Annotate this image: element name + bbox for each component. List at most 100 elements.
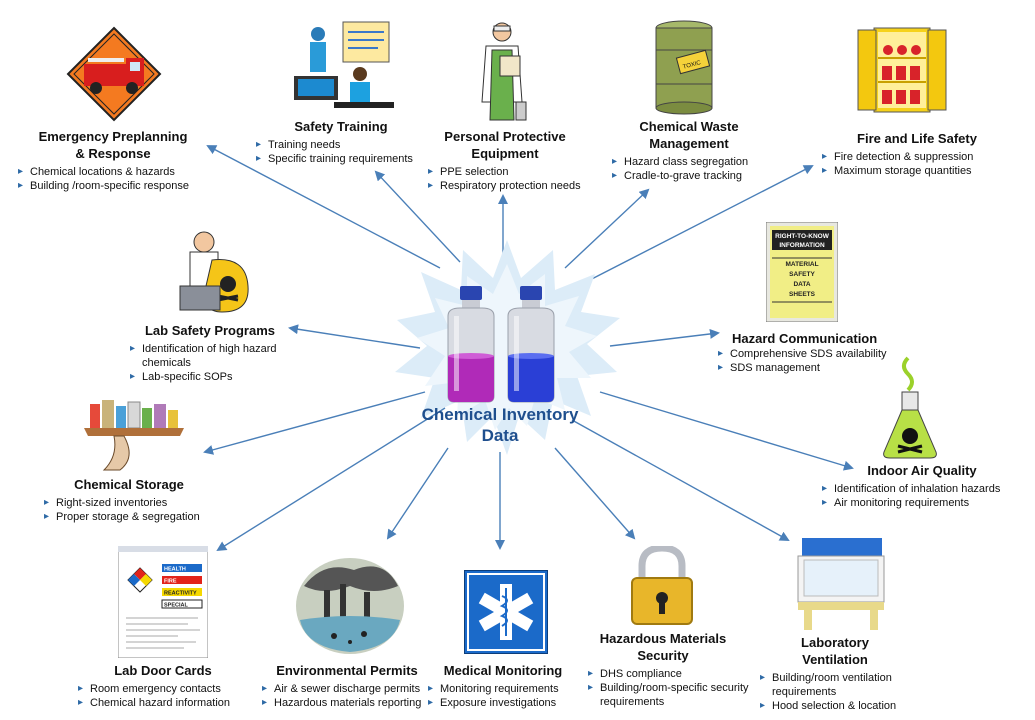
poster-line: DATA	[793, 281, 810, 288]
title-line: Security	[637, 648, 689, 663]
poster-line: SAFETY	[789, 271, 815, 278]
bullet-item: Air monitoring requirements	[822, 496, 1022, 510]
poster-line: MATERIAL	[785, 261, 818, 268]
arrow-env	[386, 447, 449, 540]
fire-truck-icon	[66, 26, 162, 122]
bullet-item: Identification of high hazard	[130, 342, 290, 356]
bullet-item: requirements	[760, 685, 950, 699]
node-hazmat: Hazardous Materials Security DHS complia…	[588, 630, 768, 709]
flammables-cabinet-icon	[857, 27, 947, 113]
title-line: & Response	[75, 146, 151, 161]
arrow-hazmat	[554, 447, 636, 540]
title-line: Emergency Preplanning	[38, 129, 188, 144]
bullet-item: SDS management	[718, 361, 918, 375]
bullet-item: Hood selection & location	[760, 699, 950, 713]
node-medical-title: Medical Monitoring	[443, 663, 563, 678]
training-classroom-icon	[294, 21, 394, 108]
title-line: Management	[649, 136, 729, 151]
node-waste-title: Chemical Waste Management	[604, 118, 774, 152]
flask-skull-icon	[883, 356, 937, 459]
node-iaq-title: Indoor Air Quality	[867, 463, 977, 478]
node-training-title: Safety Training	[294, 119, 388, 134]
svg-text:TOXIC: TOXIC	[682, 60, 702, 71]
title-line: Hazardous Materials	[599, 631, 727, 646]
bullet-item: Respiratory protection needs	[428, 179, 590, 193]
card-label: HEALTH	[164, 567, 186, 573]
arrow-lab-safety	[288, 324, 421, 349]
card-label: REACTIVITY	[164, 591, 197, 597]
arrow-training	[374, 170, 461, 263]
bullet-list: Right-sized inventories Proper storage &…	[44, 496, 214, 524]
poster-line: RIGHT-TO-KNOW	[775, 233, 830, 240]
node-emergency: Emergency Preplanning & Response Chemica…	[18, 128, 208, 193]
arrow-ventilation	[571, 419, 790, 541]
padlock-icon	[631, 546, 693, 625]
bullet-item: Exposure investigations	[428, 696, 578, 710]
bullet-item: chemicals	[130, 356, 290, 370]
bullet-item: Cradle-to-grave tracking	[612, 169, 774, 183]
arrow-storage	[203, 391, 426, 455]
node-waste: Chemical Waste Management Hazard class s…	[604, 118, 774, 183]
bullet-item: Comprehensive SDS availability	[718, 347, 918, 361]
node-fire-title: Fire and Life Safety	[857, 131, 977, 146]
title-line: Ventilation	[802, 652, 868, 667]
bullet-item: Identification of inhalation hazards	[822, 482, 1022, 496]
pollution-scene-icon	[296, 558, 404, 654]
bullet-item: Right-sized inventories	[44, 496, 214, 510]
bullet-continuation: chemicals	[142, 357, 191, 369]
bullet-item: Hazardous materials reporting	[262, 696, 432, 710]
ppe-worker-icon	[481, 22, 527, 121]
bullet-item: Training needs	[256, 138, 426, 152]
bullet-item: Chemical hazard information	[78, 696, 248, 710]
bullet-item: Air & sewer discharge permits	[262, 682, 432, 696]
node-hazmat-title: Hazardous Materials Security	[588, 630, 738, 664]
bullet-item: Building /room-specific response	[18, 179, 208, 193]
bullet-item: Building/room ventilation	[760, 671, 950, 685]
arrow-iaq	[599, 391, 854, 471]
node-env: Environmental Permits Air & sewer discha…	[262, 662, 432, 710]
card-label: SPECIAL	[164, 603, 188, 609]
node-storage-title: Chemical Storage	[74, 477, 184, 492]
bullet-continuation: requirements	[600, 696, 665, 708]
node-ventilation: Laboratory Ventilation Building/room ven…	[760, 634, 950, 713]
bullet-item: Hazard class segregation	[612, 155, 774, 169]
node-lab-safety-title: Lab Safety Programs	[144, 323, 276, 338]
chemical-shelf-icon	[84, 400, 184, 471]
bullet-item: Room emergency contacts	[78, 682, 248, 696]
bullet-item: DHS compliance	[588, 667, 768, 681]
bullet-item: Specific training requirements	[256, 152, 426, 166]
node-door-title: Lab Door Cards	[114, 663, 212, 678]
node-door: Lab Door Cards Room emergency contacts C…	[78, 662, 248, 710]
bullet-list: Identification of high hazard chemicals …	[130, 342, 290, 384]
arrow-hazcom	[609, 328, 720, 347]
center-title-line2: Data	[481, 426, 519, 445]
bullet-list: Fire detection & suppression Maximum sto…	[822, 150, 1012, 178]
node-medical: Medical Monitoring Monitoring requiremen…	[428, 662, 578, 710]
bullet-item: PPE selection	[428, 165, 590, 179]
bottles-icon	[447, 286, 555, 403]
node-ppe-title: Personal Protective Equipment	[420, 128, 590, 162]
node-ventilation-title: Laboratory Ventilation	[760, 634, 910, 668]
bullet-list: Monitoring requirements Exposure investi…	[428, 682, 578, 710]
bullet-list: Building/room ventilation requirements H…	[760, 671, 950, 713]
node-lab-safety: Lab Safety Programs Identification of hi…	[130, 322, 290, 384]
node-hazcom-title: Hazard Communication	[732, 331, 878, 346]
node-iaq: Indoor Air Quality Identification of inh…	[822, 462, 1022, 510]
node-training: Safety Training Training needs Specific …	[256, 118, 426, 166]
door-card-icon: HEALTH FIRE REACTIVITY SPECIAL	[118, 546, 208, 658]
hazard-bag-worker-icon	[179, 231, 249, 313]
bullet-item: Monitoring requirements	[428, 682, 578, 696]
bullet-list: DHS compliance Building/room-specific se…	[588, 667, 768, 709]
node-ppe: Personal Protective Equipment PPE select…	[420, 128, 590, 193]
arrow-emergency	[206, 145, 441, 269]
bullet-item: Chemical locations & hazards	[18, 165, 208, 179]
bullet-list: Identification of inhalation hazards Air…	[822, 482, 1022, 510]
bullet-item: Lab-specific SOPs	[130, 370, 290, 384]
center-title-line1: Chemical Inventory	[421, 405, 579, 424]
node-fire: Fire and Life Safety Fire detection & su…	[822, 130, 1012, 178]
bullet-continuation: requirements	[772, 686, 837, 698]
bullet-item: Maximum storage quantities	[822, 164, 1012, 178]
bullet-item: Proper storage & segregation	[44, 510, 214, 524]
